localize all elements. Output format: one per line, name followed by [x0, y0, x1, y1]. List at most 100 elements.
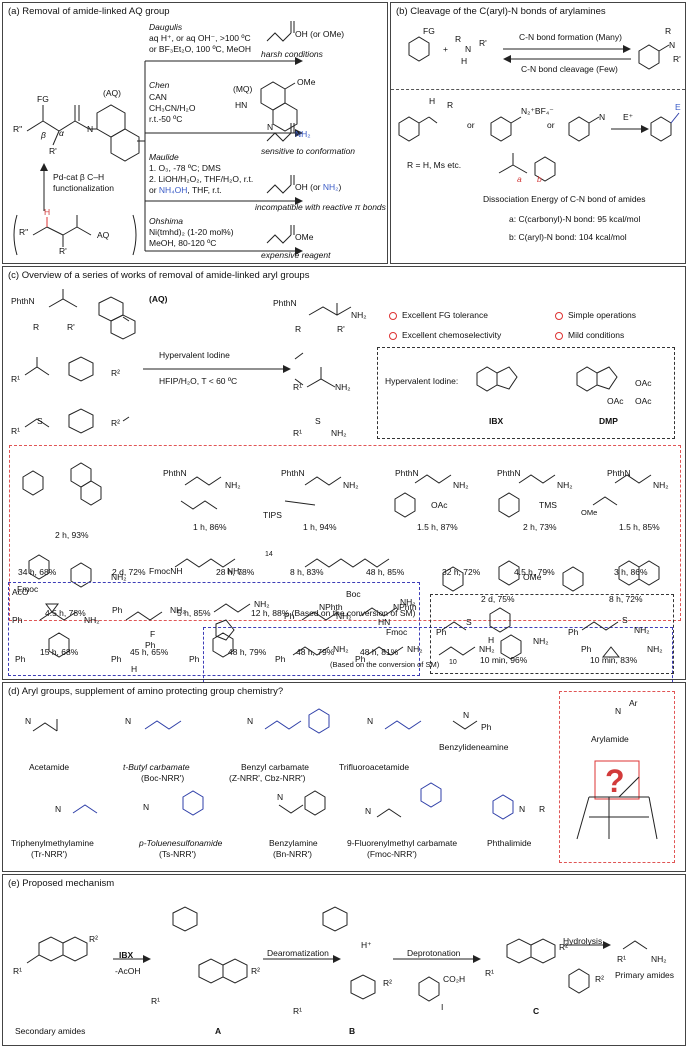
c-rp-sub1: R' [67, 322, 75, 332]
b-dissociation: Dissociation Energy of C-N bond of amide… [483, 194, 646, 204]
c-feature-4: Mild conditions [555, 330, 624, 341]
c-row3-yield-3: 28 h, 78% [216, 567, 255, 577]
c-r2-fmocnh: FmocNH [149, 566, 183, 576]
b-da: a: C(carbonyl)-N bond: 95 kcal/mol [509, 214, 641, 224]
d-boc-sub: (Boc-NRR') [141, 773, 185, 783]
branch-lines [137, 61, 146, 251]
c-r4-nh2-d: NH₂ [336, 611, 352, 621]
b-amine-n: N [599, 112, 606, 122]
d-n-2: N [125, 716, 132, 726]
d-n-7: N [55, 804, 62, 814]
aq-label: (AQ) [103, 88, 121, 98]
b-rh: R = H, Ms etc. [407, 160, 462, 170]
c-r1-sub2: R¹ [11, 374, 20, 384]
d-n-8: N [143, 802, 150, 812]
beta-label: β [41, 130, 46, 140]
e-r1-c: R¹ [293, 1006, 302, 1016]
e-r1-b: R¹ [151, 996, 160, 1006]
d-benzylidene: Benzylideneamine [439, 742, 509, 752]
c-row3-yield-2: 2 d, 72% [112, 567, 146, 577]
c-feature-2-text: Simple operations [568, 310, 637, 320]
c-row4-structures [39, 603, 397, 641]
daugulis-note: harsh conditions [261, 49, 323, 59]
c-r2-nphth-1: NPhth [319, 602, 343, 612]
c-s-sub3: S [37, 416, 43, 426]
d-arylamide-box [559, 691, 675, 863]
dmp-oac-1: OAc [635, 378, 652, 388]
lower-r1: R' [59, 246, 67, 256]
c-row1-yield-5: 2 h, 73% [523, 522, 557, 532]
alpha-label: α [59, 128, 64, 138]
c-r3-ph-e: Ph [275, 654, 286, 664]
d-tosyl: p-Toluenesulfonamide [139, 838, 223, 848]
aq-substrate-structure [26, 104, 140, 162]
d-structures-row1 [32, 708, 478, 734]
c-r2-sub3: R² [111, 418, 120, 428]
maulide-nh4oh: NH₄OH [158, 185, 188, 195]
bullet-icon [389, 311, 397, 320]
c-r3-ph-a: Ph [15, 654, 26, 664]
c-r4-fmoc: Fmoc [386, 627, 408, 637]
c-prod1-phthn: PhthN [273, 298, 297, 308]
c-prod3-nh2: NH₂ [331, 428, 347, 438]
chen-c1: CAN [149, 92, 167, 102]
c-r5-nh2: NH₂ [634, 625, 650, 635]
c-row4-yield-4: 48 h, 79% [296, 647, 335, 657]
ohshima-name: Ohshima [149, 216, 184, 226]
b-or1: or [467, 120, 475, 130]
panel-d: (d) Aryl groups, supplement of amino pro… [2, 682, 686, 872]
daugulis-product-label: OH (or OMe) [295, 29, 345, 39]
b-n: N [465, 44, 472, 54]
c-main-arrows [122, 316, 304, 422]
mq-hn: HN [235, 100, 248, 110]
chen-product [266, 123, 295, 142]
e-i: I [441, 1002, 444, 1012]
c-r4-aco: AcO [12, 587, 29, 597]
e-label-b: B [349, 1026, 356, 1036]
c-prod2-nh2: NH₂ [335, 382, 351, 392]
panel-b: (b) Cleavage of the C(aryl)-N bonds of a… [390, 2, 686, 264]
c-prod1-nh2: NH₂ [351, 310, 367, 320]
e-r1-d: R¹ [485, 968, 494, 978]
c-red-box [9, 445, 681, 621]
ohshima-product [266, 225, 295, 244]
e-co2h: CO₂H [443, 974, 466, 984]
h-label: H [44, 207, 51, 217]
c-r3-ph-f: Ph [355, 654, 366, 664]
e-structures [26, 906, 648, 1002]
d-benzylamine: Benzylamine [269, 838, 318, 848]
pd-arrow [40, 163, 48, 211]
c-r1-phthn-c: PhthN [281, 468, 305, 478]
d-ph-5: Ph [481, 722, 492, 732]
c-r4-ph-b: Ph [112, 605, 123, 615]
c-r5-s-a: S [466, 617, 472, 627]
c-prod3-r1: R¹ [293, 428, 302, 438]
c-sulfonamide-box [430, 594, 674, 674]
dmp-label: DMP [599, 416, 618, 426]
c-r3-ph-c: Ph [145, 640, 156, 650]
c-r4-nh2-c: NH₂ [254, 599, 270, 609]
c-r4-boc: Boc [346, 589, 361, 599]
panel-c-title: (c) Overview of a series of works of rem… [8, 270, 310, 281]
panel-e: (e) Proposed mechanism R¹ R² Secondary a… [2, 874, 686, 1046]
c-row3-structures [48, 632, 621, 660]
c-row2-yield-2: 5 h, 85% [177, 608, 211, 618]
b-prod-n: N [669, 40, 676, 50]
d-cbz: Benzyl carbamate [241, 762, 310, 772]
c-r3-sub10: 10 [449, 659, 457, 666]
equilibrium-arrows [503, 45, 631, 63]
c-prod3-s: S [315, 416, 321, 426]
e-nh2: NH₂ [651, 954, 667, 964]
c-row4-yield-1: 15 h, 68% [40, 647, 79, 657]
c-r1-tms: TMS [539, 500, 557, 510]
c-r2-nh2-a: NH₂ [111, 572, 127, 582]
c-phthn-1: PhthN [11, 296, 35, 306]
c-reagent: Hypervalent Iodine [159, 350, 230, 360]
c-blue-box-2 [8, 582, 420, 676]
arrow-maulide [145, 197, 303, 205]
ohshima-c2: MeOH, 80-120 ºC [149, 238, 217, 248]
c-substrates [24, 289, 136, 434]
b-label-b: b [537, 174, 542, 184]
arrow-ohshima [145, 247, 303, 255]
e-label-a: A [215, 1026, 222, 1036]
